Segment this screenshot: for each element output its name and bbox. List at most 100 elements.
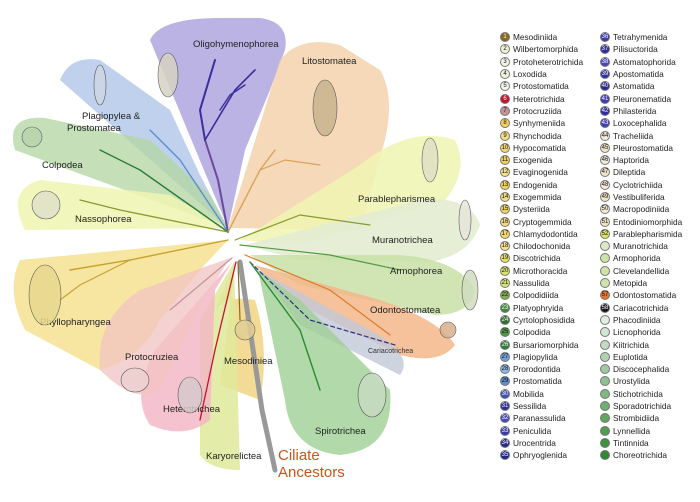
clade-label-spirotrichea: Spirotrichea bbox=[315, 426, 366, 437]
legend-item: Kiitrichida bbox=[600, 338, 682, 350]
legend-badge: 26 bbox=[500, 339, 510, 350]
legend-badge: 40 bbox=[600, 81, 610, 92]
legend-label: Microthoracida bbox=[513, 265, 568, 276]
legend-label: Colpodidiida bbox=[513, 290, 559, 301]
legend-badge: 38 bbox=[600, 56, 610, 67]
legend-badge: 27 bbox=[500, 351, 510, 362]
tree-branches bbox=[59, 59, 401, 473]
legend-badge: 22 bbox=[500, 290, 510, 301]
legend-badge: 18 bbox=[500, 241, 510, 252]
legend-badge: 52 bbox=[600, 228, 610, 239]
legend-label: Sporadotrichida bbox=[613, 401, 672, 412]
clade-bg-nassophorea bbox=[17, 180, 229, 230]
clade-label-odontostomatea: Odontostomatea bbox=[370, 305, 441, 316]
legend-label: Pleuronematida bbox=[613, 93, 672, 104]
clade-label-prostomatea: Prostomatea bbox=[67, 123, 122, 134]
legend-item: Choreotrichida bbox=[600, 449, 682, 461]
legend-badge bbox=[600, 388, 610, 399]
legend-label: Nassulida bbox=[513, 278, 550, 289]
legend-badge bbox=[600, 376, 610, 387]
legend-label: Urocentrida bbox=[513, 437, 556, 448]
legend-item: Discocephalida bbox=[600, 363, 682, 375]
legend-badge: 25 bbox=[500, 327, 510, 338]
clade-label-nassophorea: Nassophorea bbox=[75, 214, 132, 225]
legend-label: Loxocephalida bbox=[613, 118, 667, 129]
legend-label: Wilbertomorphida bbox=[513, 44, 579, 55]
legend-badge: 14 bbox=[500, 192, 510, 202]
legend-label: Cyclotrichiida bbox=[613, 179, 663, 190]
legend-label: Chlamydodontida bbox=[513, 228, 578, 239]
legend-badge: 45 bbox=[600, 142, 610, 153]
ancestors-label-line2: Ancestors bbox=[278, 464, 345, 481]
legend-badge: 48 bbox=[600, 179, 610, 190]
clade-label-oligohymenophorea: Oligohymenophorea bbox=[193, 39, 279, 50]
legend-badge bbox=[600, 364, 610, 375]
legend-badge: 6 bbox=[500, 93, 510, 104]
legend-badge: 10 bbox=[500, 142, 510, 153]
legend-label: Phacodiniida bbox=[613, 314, 661, 325]
legend-badge: 41 bbox=[600, 93, 610, 104]
legend-badge: 2 bbox=[500, 44, 510, 55]
legend-item: Licnophorida bbox=[600, 326, 682, 338]
legend-badge: 33 bbox=[500, 425, 510, 436]
legend-badge bbox=[600, 241, 610, 252]
legend-label: Euplotida bbox=[613, 351, 648, 362]
legend-label: Endogenida bbox=[513, 179, 558, 190]
clade-bg-muranotrichea bbox=[245, 199, 480, 262]
clade-label-armophorea: Armophorea bbox=[390, 266, 443, 277]
legend-label: Tracheliida bbox=[613, 130, 654, 141]
legend-badge bbox=[600, 278, 610, 289]
legend-label: Synhymeniida bbox=[513, 118, 566, 129]
legend-badge bbox=[600, 265, 610, 276]
legend-label: Macropodiniida bbox=[613, 204, 670, 215]
legend-label: Cariacotrichida bbox=[613, 302, 669, 313]
legend-item: Strombidiida bbox=[600, 412, 682, 424]
legend-item: Urostylida bbox=[600, 375, 682, 387]
legend-badge bbox=[600, 401, 610, 412]
legend-badge bbox=[600, 450, 610, 461]
legend-item: Tintinnida bbox=[600, 437, 682, 449]
legend-label: Stichotrichida bbox=[613, 388, 663, 399]
clade-label-phyllopharyngea: Phyllopharyngea bbox=[40, 317, 111, 328]
legend-label: Colpodida bbox=[513, 327, 551, 338]
legend-label: Lynnellida bbox=[613, 425, 651, 436]
legend-label: Protoheterotrichida bbox=[513, 56, 584, 67]
legend-badge: 4 bbox=[500, 69, 510, 80]
legend-item: Armophorida bbox=[600, 252, 682, 264]
clade-label-plagiopylea: Plagiopylea & bbox=[82, 111, 141, 122]
legend-badge bbox=[600, 314, 610, 325]
legend-badge bbox=[600, 253, 610, 264]
legend-badge: 42 bbox=[600, 105, 610, 116]
legend-badge: 46 bbox=[600, 155, 610, 166]
legend-badge: 36 bbox=[600, 32, 610, 43]
legend-label: Choreotrichida bbox=[613, 450, 667, 461]
